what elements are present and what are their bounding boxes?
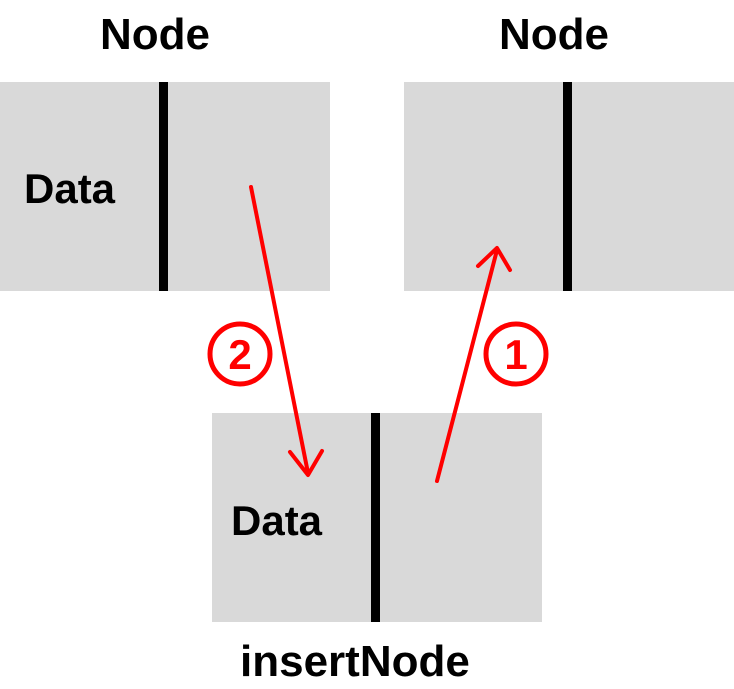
step-2-label: 2 [228, 331, 251, 378]
node-divider [371, 413, 380, 622]
step-2-marker: 2 [207, 321, 273, 387]
step-1-label: 1 [504, 331, 527, 378]
step-1-marker: 1 [483, 321, 549, 387]
node-divider [159, 82, 168, 291]
node-divider [563, 82, 572, 291]
node-box-right [404, 82, 734, 291]
node-title-right: Node [499, 10, 609, 59]
insert-node-title: insertNode [240, 637, 470, 686]
node-data-label-insert: Data [231, 497, 323, 544]
node-data-label-left: Data [24, 165, 116, 212]
node-title-left: Node [100, 10, 210, 59]
